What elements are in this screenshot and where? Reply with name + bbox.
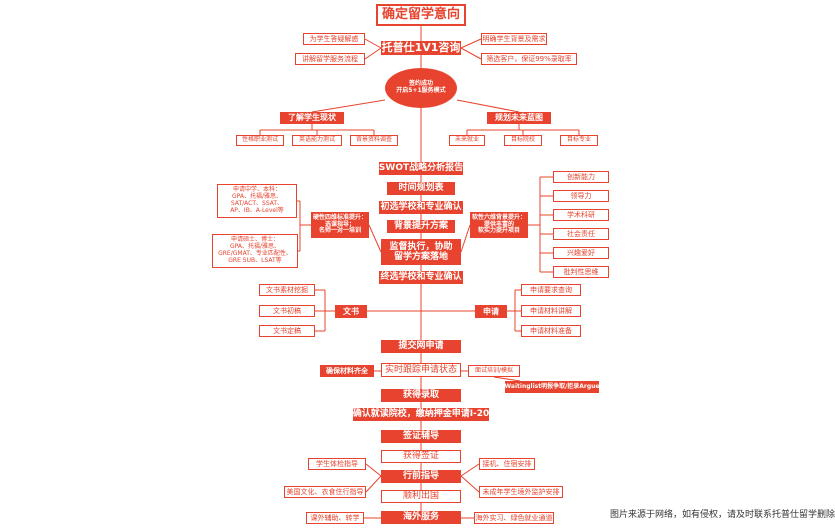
- sign-circle: 签约成功 开启5+1服务模式: [385, 68, 457, 108]
- connector-line: [365, 463, 382, 477]
- initial-select-box: 初选学校和专业确认: [379, 201, 463, 214]
- apply-item-1: 申请要求查询: [521, 284, 581, 296]
- supervise-box: 监督执行，协助 留学方案落地: [381, 239, 461, 265]
- docs-item-2: 文书初稿: [259, 305, 315, 317]
- predep-box: 行前指导: [381, 470, 461, 483]
- docs-box: 文书: [335, 305, 367, 318]
- depart-box: 顺利出国: [381, 490, 461, 503]
- soft-item-5: 兴趣爱好: [553, 247, 609, 259]
- soft-label-box: 软性六维背景提升： 提供丰富的 软实力提升项目: [470, 212, 528, 238]
- timeline-box: 时间规划表: [387, 182, 455, 195]
- swot-box: SWOT战略分析报告: [379, 162, 463, 175]
- confirm-box: 确认就读院校，缴纳押金申请I-20: [353, 408, 489, 421]
- consult-right-2: 筛选客户，保证99%录取率: [481, 53, 577, 65]
- connector-line: [493, 376, 521, 382]
- connector-line: [364, 47, 382, 60]
- overseas-box: 海外服务: [381, 511, 461, 524]
- understand-item-2: 英语能力测试: [292, 135, 342, 146]
- connector-line: [311, 99, 386, 113]
- interview-box: 面试培训/模拟: [468, 365, 520, 377]
- footer-note: 图片来源于网络，如有侵权，请及时联系托普仕留学删除: [609, 510, 835, 520]
- visa-get-box: 获得签证: [381, 450, 461, 463]
- plan-item-3: 目标专业: [560, 135, 598, 146]
- plan-box: 规划未来蓝图: [487, 112, 551, 124]
- connector-line: [365, 475, 382, 493]
- connector-line: [460, 224, 471, 253]
- overseas-right-box: 海外实习、绿色就业通道: [474, 512, 554, 524]
- bg-plan-box: 背景提升方案: [387, 220, 455, 233]
- track-box: 实时跟踪申请状态: [381, 363, 461, 377]
- hard-label-box: 硬性四维标准提升： 选课指导； 名师一对一培训: [311, 212, 369, 238]
- predep-right-1: 接机、住宿安排: [479, 458, 535, 470]
- plan-item-1: 未来就业: [449, 135, 485, 146]
- understand-item-3: 背景资料调查: [350, 135, 398, 146]
- docs-item-1: 文书素材挖掘: [259, 284, 315, 296]
- waitlist-box: Waitinglist明报争取/拒录Argue: [505, 381, 599, 393]
- connector-line: [460, 475, 480, 493]
- apply-box: 申请: [475, 305, 507, 318]
- soft-item-4: 社会责任: [553, 228, 609, 240]
- connector-line: [460, 38, 482, 49]
- soft-item-3: 学术科研: [553, 209, 609, 221]
- consult-left-2: 讲解留学服务流程: [295, 53, 365, 65]
- hard-grad-box: 申请硕士、博士： GPA、托福/雅思、 GRE/GMAT、专业匹配性、 GRE …: [212, 234, 298, 268]
- ensure-materials-box: 确保材料齐全: [320, 365, 374, 377]
- connector-line: [456, 99, 520, 113]
- consult-left-1: 为学生答疑解惑: [303, 33, 365, 45]
- predep-right-2: 未成年学生境外监护安排: [479, 486, 563, 498]
- connector-line: [368, 224, 382, 253]
- predep-left-1: 学生体检指导: [308, 458, 366, 470]
- soft-item-1: 创新能力: [553, 171, 609, 183]
- soft-item-2: 领导力: [553, 190, 609, 202]
- title-box: 确定留学意向: [376, 4, 466, 26]
- final-select-box: 终选学校和专业确认: [379, 271, 463, 284]
- hard-undergrad-box: 申请中学、本科： GPA、托福/雅思、 SAT/ACT、SSAT、 AP、IB、…: [217, 184, 297, 218]
- connector-line: [460, 47, 482, 60]
- apply-item-2: 申请材料讲解: [521, 305, 581, 317]
- predep-left-2: 美国文化、衣食住行指导: [284, 486, 366, 498]
- consult-box: 托普仕1V1咨询: [381, 41, 461, 55]
- visa-guide-box: 签证辅导: [381, 430, 461, 443]
- docs-item-3: 文书定稿: [259, 325, 315, 337]
- soft-item-6: 批判性思维: [553, 266, 609, 278]
- connector-line: [364, 38, 382, 49]
- understand-item-1: 性格职业测试: [236, 135, 284, 146]
- understand-box: 了解学生现状: [280, 112, 344, 124]
- submit-box: 提交网申请: [381, 340, 461, 353]
- apply-item-3: 申请材料准备: [521, 325, 581, 337]
- overseas-left-box: 课外辅助、转学: [306, 512, 364, 524]
- consult-right-1: 明确学生背景及需求: [481, 33, 547, 45]
- admitted-box: 获得录取: [381, 389, 461, 402]
- plan-item-2: 目标院校: [504, 135, 542, 146]
- connector-line: [460, 463, 480, 477]
